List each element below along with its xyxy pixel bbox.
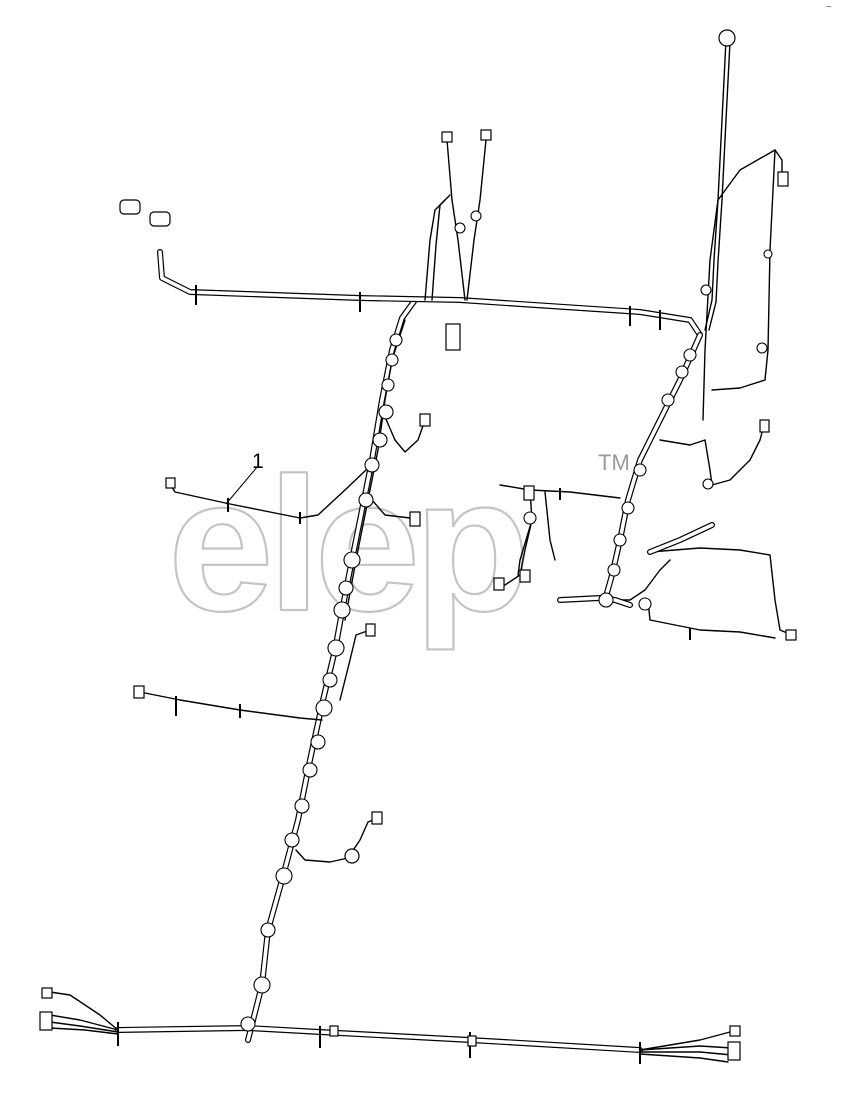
main-harness-trunk [115,249,703,1053]
harness-clip [470,210,482,222]
connector-plug [329,1025,339,1037]
harness-clip [260,922,276,938]
connector-plug [729,1025,741,1037]
harness-clip [302,762,318,778]
connector-plug [759,419,770,433]
harness-clip [702,478,714,490]
harness-clip [315,699,333,717]
connector-plug [409,511,421,527]
connector-plug [371,811,383,825]
harness-clip [338,580,354,596]
round-connector [344,848,360,864]
harness-clip [523,511,537,525]
harness-clip [756,342,768,354]
connector-plug [727,1041,741,1061]
harness-clip [638,597,652,611]
harness-clips [240,210,773,1032]
callout-leader-line [225,465,259,505]
harness-clip [284,832,300,848]
connector-plug [441,131,453,143]
branch-wires [49,39,793,1063]
harness-clip [633,463,647,477]
connector-block [445,323,461,351]
connectors [39,29,797,1061]
harness-clip [381,378,395,392]
callout-1-group: 1 [225,450,264,505]
callout-label: 1 [252,450,264,473]
harness-clip [385,353,399,367]
harness-clip [294,798,310,814]
harness-clip [364,457,380,473]
harness-clip [240,1016,256,1032]
connector-plug [119,199,141,215]
connector-plug [519,569,531,583]
connector-plug [523,485,535,501]
harness-clip [358,492,374,508]
connector-plug [493,577,505,591]
connector-plug [777,171,789,187]
lamp-connector [718,29,736,47]
connector-plug [133,685,145,699]
harness-clip [327,639,345,657]
harness-clip [275,867,293,885]
harness-clip [378,404,394,420]
harness-clip [683,348,697,362]
harness-clip [763,249,773,259]
harness-clip [389,333,403,347]
connector-plug [149,211,171,227]
harness-clip [700,284,712,296]
harness-clip [253,976,271,994]
harness-clip [333,601,351,619]
harness-clip [343,551,361,569]
connector-plug [785,629,797,641]
harness-clip [598,592,614,608]
watermark-logo: elep [168,439,524,651]
connector-plug [480,129,492,141]
harness-clip [613,533,627,547]
harness-clip [454,222,466,234]
harness-clip [310,734,326,750]
connector-plug [39,1011,53,1031]
harness-clip [372,432,388,448]
watermark: elep TM [167,438,630,652]
harness-clip [621,501,635,515]
harness-clip [322,672,338,688]
connector-plug [419,413,431,427]
connector-plug [41,987,53,999]
harness-clip [675,365,689,379]
watermark-trademark: TM [598,450,630,475]
corner-mark: ~ [826,2,832,13]
connector-plug [165,477,176,489]
connector-plug [365,623,376,637]
harness-clip [661,393,675,407]
tie-points [117,285,691,1064]
harness-clip [607,563,621,577]
connector-plug [467,1035,477,1047]
